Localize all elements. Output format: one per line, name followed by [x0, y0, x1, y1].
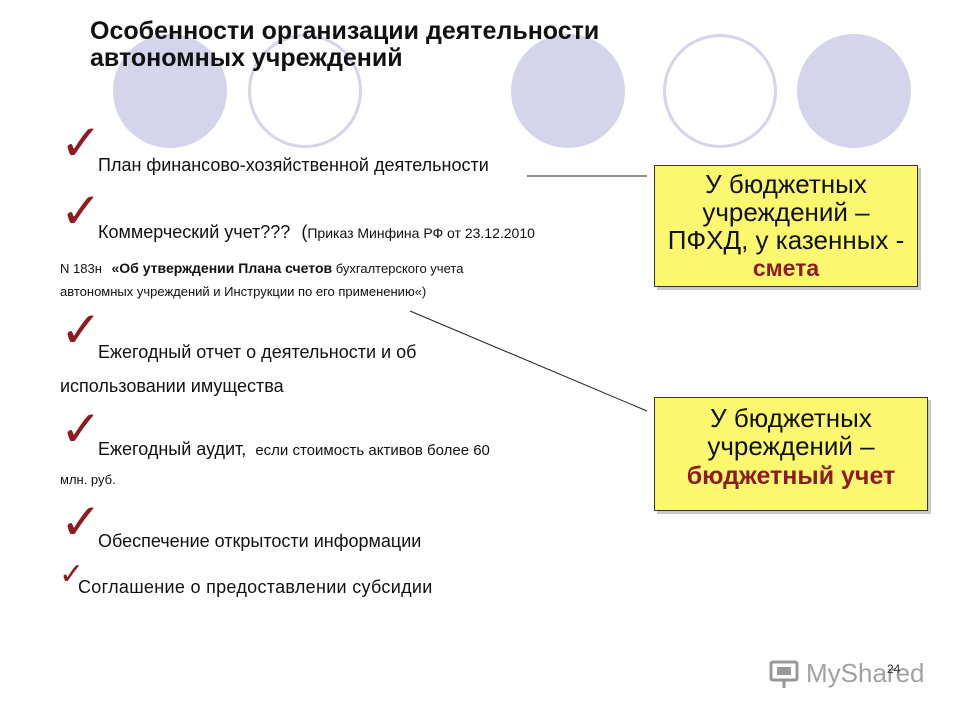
callout-pfhd-line1: У бюджетных	[705, 169, 867, 199]
item-annual-report-line1: Ежегодный отчет о деятельности и об	[98, 342, 417, 362]
item-annual-audit-line2: млн. руб.	[60, 472, 116, 487]
item-commercial-accounting-detail: Приказ Минфина РФ от 23.12.2010	[307, 225, 535, 241]
checkmark-icon: ✓	[60, 114, 102, 172]
item-financial-plan: План финансово-хозяйственной деятельност…	[98, 155, 489, 175]
slide-title-line1: Особенности организации деятельности	[90, 17, 600, 45]
slide-title: Особенности организации деятельности авт…	[90, 18, 690, 72]
item-commercial-accounting: Коммерческий учет??? (Приказ Минфина РФ …	[98, 222, 535, 243]
slide-title-line2: автономных учреждений	[90, 44, 403, 72]
decorative-ring	[248, 34, 362, 148]
item-annual-report-line2: использовании имущества	[60, 376, 284, 396]
watermark-text: MyShared	[806, 658, 925, 688]
item-annual-audit: Ежегодный аудит, если стоимость активов …	[98, 439, 490, 460]
watermark-logo: MyShared	[768, 656, 928, 692]
callout-pfhd-highlight: смета	[752, 255, 820, 281]
decorative-circle	[113, 34, 227, 148]
order-title-suffix: бухгалтерского учета	[335, 261, 464, 276]
decorative-circle	[511, 34, 625, 148]
item-commercial-accounting-paren: (	[301, 222, 308, 242]
decorative-circle	[797, 34, 911, 148]
checkmark-icon: ✓	[60, 301, 102, 359]
item-commercial-accounting-main: Коммерческий учет???	[98, 222, 291, 242]
checkmark-icon: ✓	[60, 400, 102, 458]
callout-box-budget: У бюджетных учреждений – бюджетный учет	[654, 397, 928, 511]
item-annual-audit-main: Ежегодный аудит,	[98, 439, 247, 459]
callout-budget-line1: У бюджетных	[710, 403, 872, 433]
callout-budget-line2: учреждений –	[707, 431, 875, 461]
diagonal-connector	[409, 310, 648, 412]
callout-budget-highlight: бюджетный учет	[686, 462, 896, 490]
presentation-icon	[769, 660, 799, 688]
item-subsidy-agreement: Соглашение о предоставлении субсидии	[78, 577, 433, 597]
item-information-openness: Обеспечение открытости информации	[98, 531, 422, 551]
order-title: «Об утверждении Плана счетов	[111, 260, 333, 276]
checkmark-icon: ✓	[60, 493, 102, 551]
decorative-ring	[663, 34, 777, 148]
callout-pfhd-line3: ПФХД, у казенных -	[667, 225, 905, 255]
item-annual-audit-detail: если стоимость активов более 60	[255, 442, 490, 459]
order-number: N 183н	[60, 261, 102, 276]
callout-box-pfhd: У бюджетных учреждений – ПФХД, у казенны…	[654, 165, 918, 287]
item-commercial-accounting-line3: автономных учреждений и Инструкции по ег…	[60, 284, 427, 299]
checkmark-icon: ✓	[59, 557, 85, 592]
page-number: 24	[887, 662, 901, 676]
item-commercial-accounting-line2: N 183н «Об утверждении Плана счетов бухг…	[60, 260, 463, 276]
callout-pfhd-line2: учреждений –	[702, 197, 870, 227]
checkmark-icon: ✓	[60, 182, 102, 240]
